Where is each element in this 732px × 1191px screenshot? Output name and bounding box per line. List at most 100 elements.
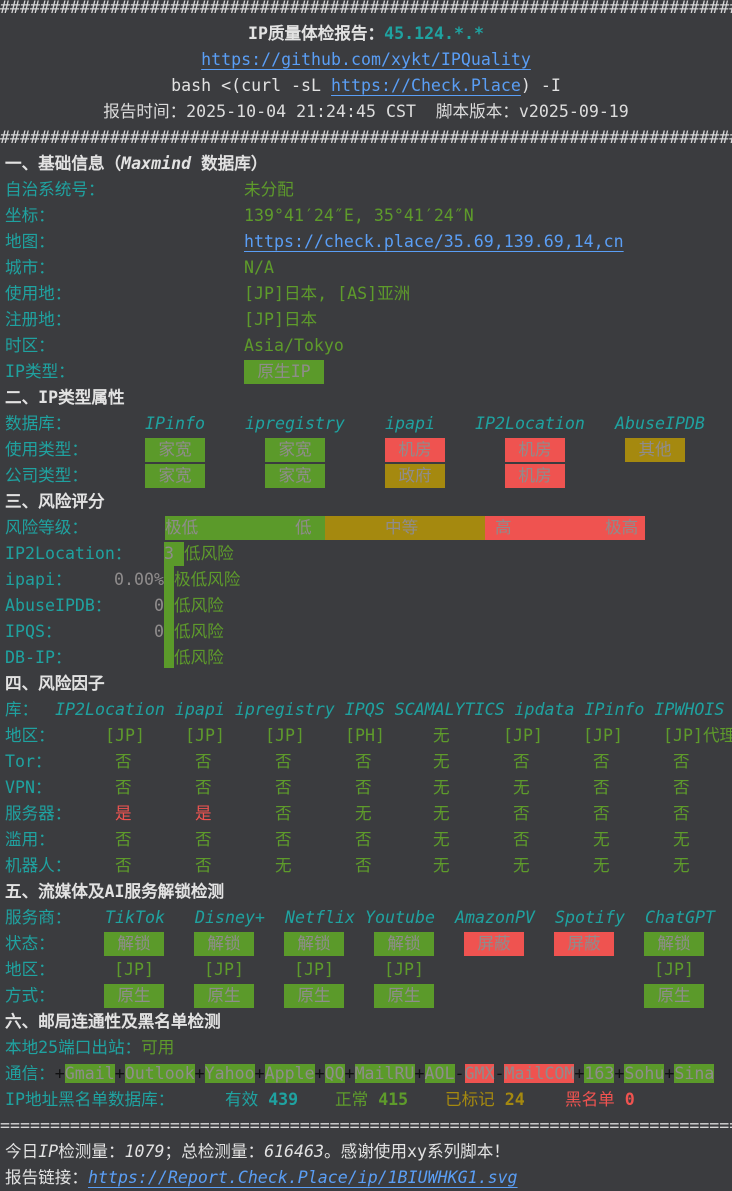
unlock-status-badge: 屏蔽 — [554, 932, 614, 956]
mail-separator: + — [614, 1064, 625, 1083]
risk-scale-low — [165, 516, 325, 540]
valid-count: 有效 439 — [225, 1087, 298, 1113]
factor-label: 地区： — [5, 726, 55, 745]
github-line: https://github.com/xykt/IPQuality — [0, 47, 732, 73]
factor-value: 否 — [355, 856, 372, 875]
black-label: 黑名单 — [565, 1090, 615, 1109]
section-1-title: 一、基础信息（Maxmind 数据库） — [5, 151, 267, 177]
check-place-link[interactable]: https://Check.Place — [331, 76, 521, 95]
risk-source-label: IPQS： — [5, 622, 62, 641]
risk-score: 0 — [154, 622, 164, 641]
title-text: IP质量体检报告： — [247, 24, 385, 43]
risk-score: 3 — [164, 544, 174, 563]
factor-label: VPN： — [5, 778, 52, 797]
db-label: 数据库： — [5, 414, 72, 433]
port25-label: 本地25端口出站： — [5, 1038, 142, 1057]
mail-provider-outlook: Outlook — [124, 1064, 195, 1083]
maxmind: Maxmind — [121, 154, 192, 173]
coord-label: 坐标： — [5, 206, 55, 225]
marked-value: 24 — [504, 1090, 525, 1109]
mode-label: 方式： — [5, 986, 55, 1005]
factor-value: [JP]代理 — [663, 726, 732, 745]
scale-very-low: 极低 — [165, 518, 199, 537]
factor-value: 否 — [115, 778, 132, 797]
factor-value: 否 — [673, 778, 690, 797]
t: ；总检测量： — [164, 1142, 265, 1161]
factor-value: 是 — [195, 804, 212, 823]
factor-label: 机器人： — [5, 856, 72, 875]
factor-value: 否 — [275, 804, 292, 823]
factor-value: 是 — [115, 804, 132, 823]
company-badge: 机房 — [505, 464, 565, 488]
comm-label: 通信： — [5, 1064, 55, 1083]
factor-value: 否 — [115, 856, 132, 875]
mail-provider-sohu: Sohu — [624, 1064, 665, 1083]
factor-value: 无 — [275, 856, 292, 875]
valid-value: 439 — [268, 1090, 299, 1109]
scale-medium: 中等 — [385, 518, 419, 537]
mail-provider-sina: Sina — [674, 1064, 715, 1083]
factor-value: 否 — [355, 752, 372, 771]
service-region: [JP] — [114, 960, 154, 979]
db-ipregistry: ipregistry — [245, 414, 345, 433]
mail-connectivity: 通信：+Gmail+Outlook+Yahoo+Apple+QQ+MailRU+… — [5, 1061, 715, 1087]
factor-value: 否 — [195, 778, 212, 797]
company-badge: 家宽 — [145, 464, 205, 488]
risk-source-label: DB-IP： — [5, 648, 72, 667]
report-link-label: 报告链接： — [5, 1168, 88, 1187]
factor-value: 否 — [355, 830, 372, 849]
factor-value: [JP] — [185, 726, 225, 745]
total-count: 616463 — [264, 1142, 325, 1161]
usage-badge: 机房 — [505, 438, 565, 462]
service-name: TikTok — [105, 908, 165, 927]
region-label: 地区： — [5, 960, 55, 979]
marked-label: 已标记 — [445, 1090, 495, 1109]
factor-value: [JP] — [105, 726, 145, 745]
factor-value: 无 — [513, 778, 530, 797]
ip-type-label: IP类型： — [5, 362, 75, 381]
factor-value: 无 — [433, 830, 450, 849]
bash-post: ) -I — [520, 76, 561, 95]
mail-provider-aol: AOL — [424, 1064, 455, 1083]
today-count: 1079 — [124, 1142, 165, 1161]
normal-value: 415 — [378, 1090, 409, 1109]
usage-badge: 家宽 — [265, 438, 325, 462]
report-link[interactable]: https://Report.Check.Place/ip/1BIUWHKG1.… — [87, 1168, 518, 1187]
unlock-mode-badge: 原生 — [104, 984, 164, 1008]
usage-badge: 其他 — [625, 438, 685, 462]
unlock-status-badge: 屏蔽 — [464, 932, 524, 956]
factor-label: Tor： — [5, 752, 52, 771]
risk-score — [0, 645, 164, 671]
unlock-status-badge: 解锁 — [284, 932, 344, 956]
map-label: 地图： — [5, 232, 55, 251]
risk-scale-mid — [325, 516, 485, 540]
mail-separator: + — [664, 1064, 675, 1083]
usage-badge: 机房 — [385, 438, 445, 462]
mail-separator: + — [414, 1064, 425, 1083]
ip-type-badge: 原生IP — [244, 360, 324, 384]
scale-very-high: 极高 — [605, 518, 639, 537]
factor-value: 无 — [355, 804, 372, 823]
port25-value: 可用 — [141, 1038, 175, 1057]
mail-separator: + — [194, 1064, 205, 1083]
github-link[interactable]: https://github.com/xykt/IPQuality — [201, 50, 531, 69]
map-link[interactable]: https://check.place/35.69,139.69,14,cn — [244, 232, 624, 251]
hash-divider: ########################################… — [0, 128, 732, 147]
factor-value: [JP] — [265, 726, 305, 745]
mail-separator: - — [494, 1064, 505, 1083]
mail-provider-apple: Apple — [264, 1064, 315, 1083]
factor-value: 否 — [195, 752, 212, 771]
mail-provider-mailru: MailRU — [354, 1064, 415, 1083]
hash-divider: ########################################… — [0, 0, 732, 17]
mail-separator: + — [344, 1064, 355, 1083]
service-region: [JP] — [204, 960, 244, 979]
risk-score: 0.00% — [114, 570, 164, 589]
service-name: Disney+ — [195, 908, 265, 927]
mail-separator: + — [574, 1064, 585, 1083]
t: 。感谢使用xy系列脚本！ — [324, 1142, 510, 1161]
port25-line: 本地25端口出站：可用 — [5, 1035, 174, 1061]
mail-provider-qq: QQ — [324, 1064, 345, 1083]
registered-location-label: 注册地： — [5, 310, 72, 329]
lib-names: IP2Location ipapi ipregistry IPQS SCAMAL… — [55, 700, 725, 719]
risk-text: 低风险 — [174, 648, 224, 667]
